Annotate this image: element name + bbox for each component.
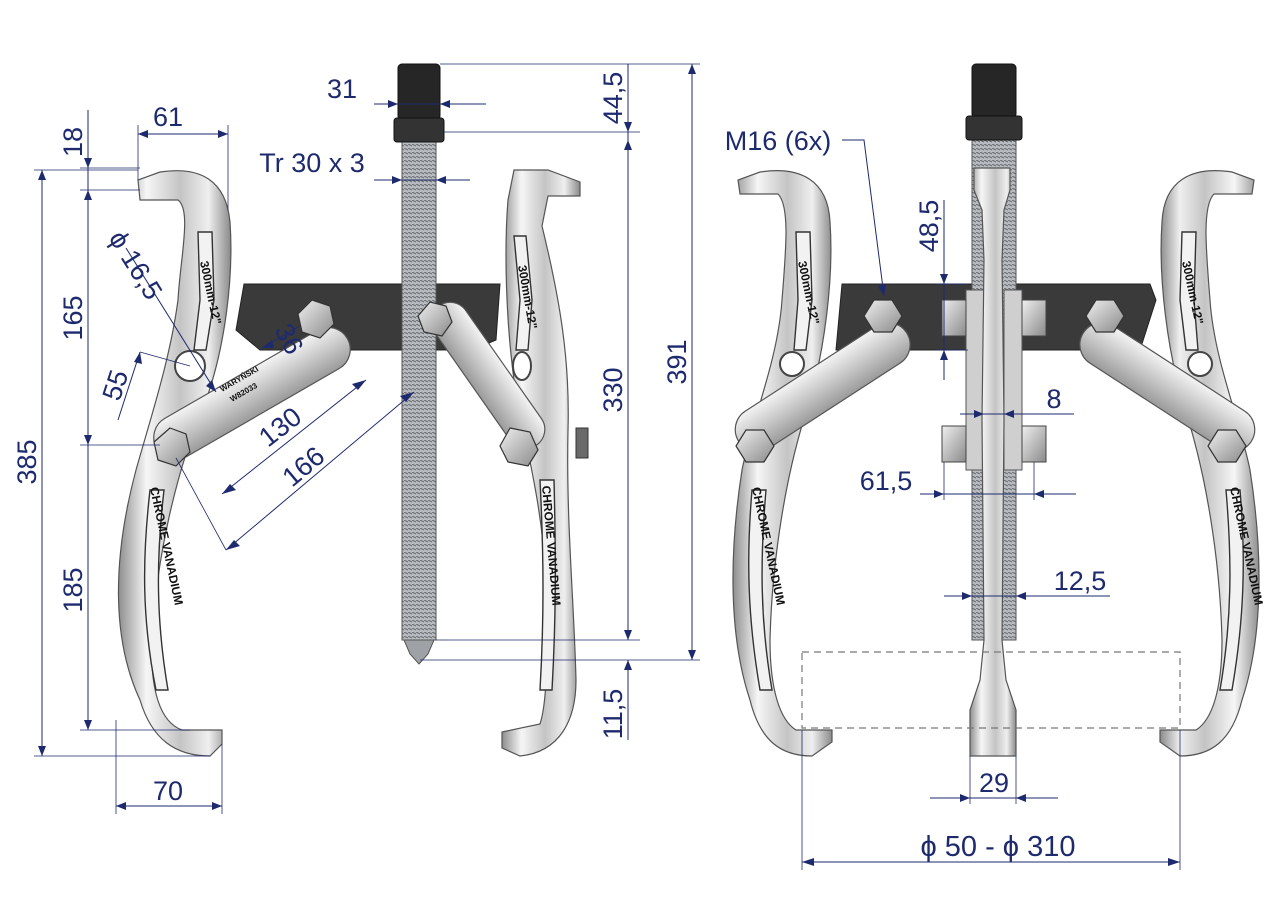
center-bolt-lower-right (1021, 425, 1047, 463)
front-right-link (1079, 322, 1256, 453)
dim-hole-offset: 55 (97, 366, 135, 404)
dim-link-long: 166 (277, 441, 331, 493)
dim-jaw-hook-height: 18 (58, 127, 88, 157)
dim-screw-diameter: 12,5 (1054, 566, 1107, 596)
dim-tip-length: 11,5 (598, 689, 628, 740)
front-jaw-nut-right (1207, 429, 1247, 463)
screw-tip (403, 639, 435, 665)
plate-bolt-nut (417, 301, 453, 337)
dim-plate-thickness: 8 (1046, 384, 1061, 414)
dim-bolt-spacing: 61,5 (860, 466, 913, 496)
center-bolt-upper-left (941, 299, 967, 337)
dim-tip-width: 29 (979, 768, 1009, 798)
left-jaw-groove-upper (193, 231, 215, 351)
left-view: 300mm-12" CHROME VANADIUM 300mm-12" CHRO… (12, 63, 700, 814)
front-screw-collar (965, 115, 1023, 141)
right-dimension-lines (801, 139, 1181, 870)
right-view: 300mm-12" CHROME VANADIUM 300mm-12" CHRO… (725, 63, 1266, 870)
dim-total-height: 385 (12, 439, 42, 484)
front-left-jaw (732, 170, 833, 757)
center-plate-left (965, 289, 985, 471)
front-left-jaw-groove-upper (793, 231, 813, 351)
center-plate-right (1003, 289, 1023, 471)
center-bolt-upper-right (1021, 299, 1047, 337)
dim-plate-offset: 48,5 (914, 200, 944, 253)
front-plate-nut-right (1085, 299, 1125, 333)
lower-link-nut (153, 427, 191, 467)
dim-grip-range: ϕ 50 - ϕ 310 (920, 831, 1075, 863)
dim-bolt-size: M16 (6x) (725, 126, 832, 156)
left-dimension-lines (34, 63, 700, 814)
front-left-jaw-groove-lower (748, 489, 773, 691)
right-jaw-groove-upper (513, 235, 533, 351)
threaded-screw (401, 139, 437, 641)
left-jaw-groove-lower (143, 489, 169, 691)
dim-hex-size: 31 (327, 74, 357, 104)
jaw-bolt-end (575, 427, 589, 459)
front-plate-nut-left (863, 299, 903, 333)
screw-collar (393, 117, 445, 143)
dim-hole-diameter: ϕ 16,5 (103, 225, 168, 305)
front-jaw-nut-left (735, 429, 775, 463)
screw-hex-head (397, 63, 441, 121)
dim-overall-length: 391 (662, 339, 692, 384)
front-right-jaw (1159, 170, 1260, 757)
dim-lower-height: 185 (58, 567, 88, 612)
dim-screw-length: 330 (598, 367, 628, 412)
right-jaw-pin-hole (512, 351, 532, 381)
jaw-bolt-nut (499, 427, 539, 467)
front-screw-hex-head (971, 63, 1017, 119)
center-bolt-lower-left (941, 425, 967, 463)
upper-link-nut (297, 299, 335, 339)
dim-jaw-bottom-width: 70 (153, 776, 183, 806)
dim-upper-height: 165 (58, 295, 88, 340)
right-jaw-groove-lower (539, 479, 557, 691)
dim-jaw-top-width: 61 (153, 102, 183, 132)
front-left-pin-hole (779, 351, 805, 377)
dim-thread: Tr 30 x 3 (259, 148, 365, 178)
work-piece-outline (801, 651, 1181, 729)
dim-head-height: 44,5 (598, 72, 628, 125)
